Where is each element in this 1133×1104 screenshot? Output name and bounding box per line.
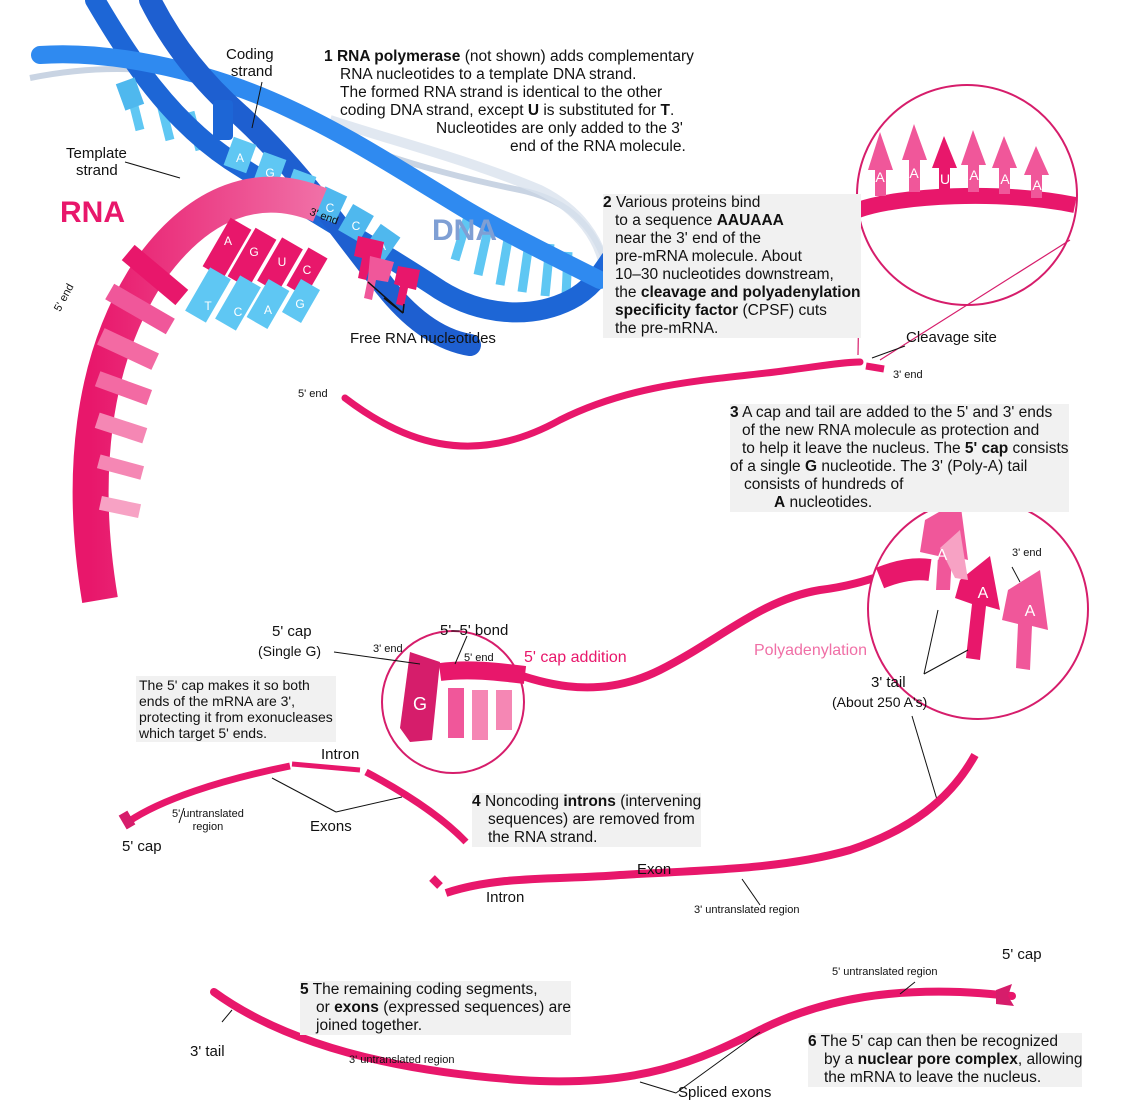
tail-base-2: A [978, 585, 989, 602]
intron-label-2: Intron [486, 889, 524, 906]
tail-base-3: A [1025, 603, 1036, 620]
cap-base: G [413, 694, 427, 714]
three-end-label-4: 3' end [373, 643, 403, 656]
signal-base-3: U [940, 171, 950, 187]
rna-base-4: C [303, 263, 312, 277]
intron-label-1: Intron [321, 746, 359, 763]
exons-label: Exons [310, 818, 352, 835]
rna-base-1: A [224, 234, 232, 248]
step-1-text: 1 RNA polymerase (not shown) adds comple… [324, 48, 694, 156]
five-cap-label-3: 5' cap [1002, 946, 1042, 963]
dna-pair-2: C [234, 305, 243, 319]
cap-addition-label: 5' cap addition [524, 649, 627, 666]
signal-base-6: A [1032, 177, 1042, 193]
dna-base-1: A [236, 151, 244, 165]
tail-label: 3' tail [871, 674, 906, 691]
step-6-text: 6 The 5' cap can then be recognized by a… [808, 1033, 1082, 1087]
signal-base-1: A [875, 169, 885, 185]
bond-label: 5'–5' bond [440, 622, 508, 639]
three-tail-label: 3' tail [190, 1043, 225, 1060]
three-end-label-2: 3' end [893, 369, 923, 382]
spliced-exons-label: Spliced exons [678, 1084, 771, 1101]
utr5-label-2: 5' untranslated region [832, 966, 937, 979]
free-rna-label: Free RNA nucleotides [350, 330, 496, 347]
step-2-text: 2 Various proteins bind to a sequence AA… [603, 194, 861, 338]
dna-base-5: C [352, 219, 361, 233]
rna-base-3: U [278, 255, 287, 269]
cap-note: The 5' cap makes it so both ends of the … [136, 676, 336, 742]
step-4-text: 4 Noncoding introns (intervening sequenc… [472, 793, 701, 847]
mature-mrna-strand [460, 570, 900, 687]
polyadenylation-label: Polyadenylation [754, 642, 867, 659]
step-3-text: 3 A cap and tail are added to the 5' and… [730, 404, 1069, 512]
rna-title: RNA [60, 196, 125, 230]
exon-label: Exon [637, 861, 671, 878]
signal-base-5: A [1000, 171, 1010, 187]
dna-pair-3: A [264, 303, 272, 317]
single-g-label: (Single G) [258, 643, 321, 659]
about-250-label: (About 250 A's) [832, 694, 927, 710]
cleavage-site-label: Cleavage site [906, 329, 997, 346]
five-cap-label-2: 5' cap [122, 838, 162, 855]
dna-title: DNA [432, 214, 497, 248]
five-cap-label: 5' cap [272, 624, 312, 640]
utr3-label-2: 3' untranslated region [349, 1054, 454, 1067]
five-end-label-2: 5' end [298, 388, 328, 401]
signal-base-2: A [909, 165, 919, 181]
tail-base-1: A [937, 547, 948, 564]
signal-base-4: A [969, 167, 979, 183]
three-end-label-3: 3' end [1012, 547, 1042, 560]
step-5-text: 5 The remaining coding segments, or exon… [300, 981, 571, 1035]
utr3-label-1: 3' untranslated region [694, 904, 799, 917]
dna-pair-4: G [295, 297, 304, 311]
five-end-label-3: 5' end [464, 652, 494, 665]
dna-pair-1: T [204, 299, 212, 313]
polyA-signal-zoom: A A U A A A [857, 85, 1077, 360]
rna-base-2: G [249, 245, 258, 259]
